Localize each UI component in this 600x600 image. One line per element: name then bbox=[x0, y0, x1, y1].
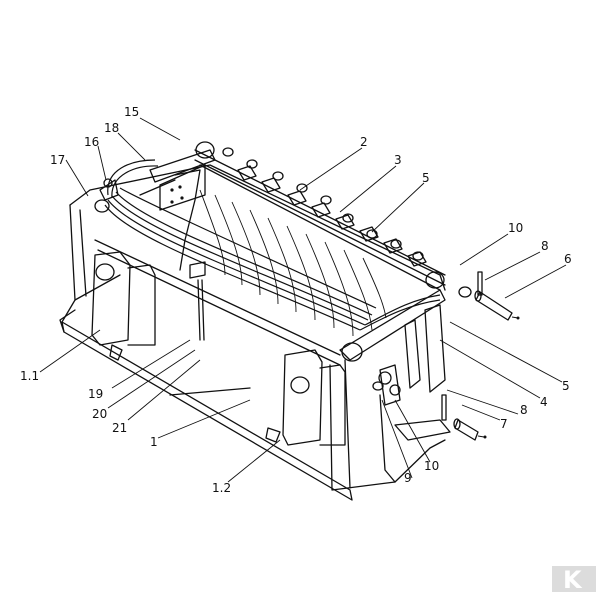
callout-10b: 10 bbox=[424, 459, 439, 473]
bucket-ribs bbox=[199, 189, 387, 337]
hydraulic-hoses bbox=[104, 159, 441, 341]
loose-pins bbox=[372, 271, 520, 441]
callout-1: 1 bbox=[150, 435, 158, 449]
callout-8a: 8 bbox=[541, 239, 549, 253]
bolt-row bbox=[222, 147, 424, 261]
brand-logo-watermark: K bbox=[552, 566, 596, 594]
bucket-body bbox=[59, 164, 451, 501]
callout-19: 19 bbox=[88, 387, 103, 401]
callout-10a: 10 bbox=[508, 221, 523, 235]
mounting-bracket-left bbox=[91, 251, 156, 361]
leader-lines bbox=[39, 117, 567, 483]
callout-17: 17 bbox=[50, 153, 65, 167]
callout-4: 4 bbox=[540, 395, 548, 409]
callout-18: 18 bbox=[104, 121, 119, 135]
callout-15: 15 bbox=[124, 105, 139, 119]
callout-labels: 15 16 17 18 2 3 5 10 8 6 1.1 19 20 21 1 … bbox=[20, 105, 572, 495]
callout-8b: 8 bbox=[520, 403, 528, 417]
callout-1-1: 1.1 bbox=[20, 369, 39, 383]
callout-1-2: 1.2 bbox=[212, 481, 231, 495]
right-arm bbox=[339, 289, 446, 406]
callout-20: 20 bbox=[92, 407, 107, 421]
callout-9: 9 bbox=[404, 471, 412, 485]
callout-5b: 5 bbox=[562, 379, 570, 393]
callout-2: 2 bbox=[360, 135, 368, 149]
callout-5a: 5 bbox=[422, 171, 430, 185]
callout-6: 6 bbox=[564, 252, 572, 266]
logo-letter: K bbox=[563, 566, 583, 594]
callout-7: 7 bbox=[500, 417, 508, 431]
callout-3: 3 bbox=[394, 153, 402, 167]
callout-21: 21 bbox=[112, 421, 127, 435]
callout-16: 16 bbox=[84, 135, 99, 149]
mounting-bracket-right bbox=[265, 349, 346, 446]
clamp-row bbox=[237, 165, 427, 267]
top-bar bbox=[194, 141, 446, 291]
left-arm bbox=[94, 149, 216, 213]
